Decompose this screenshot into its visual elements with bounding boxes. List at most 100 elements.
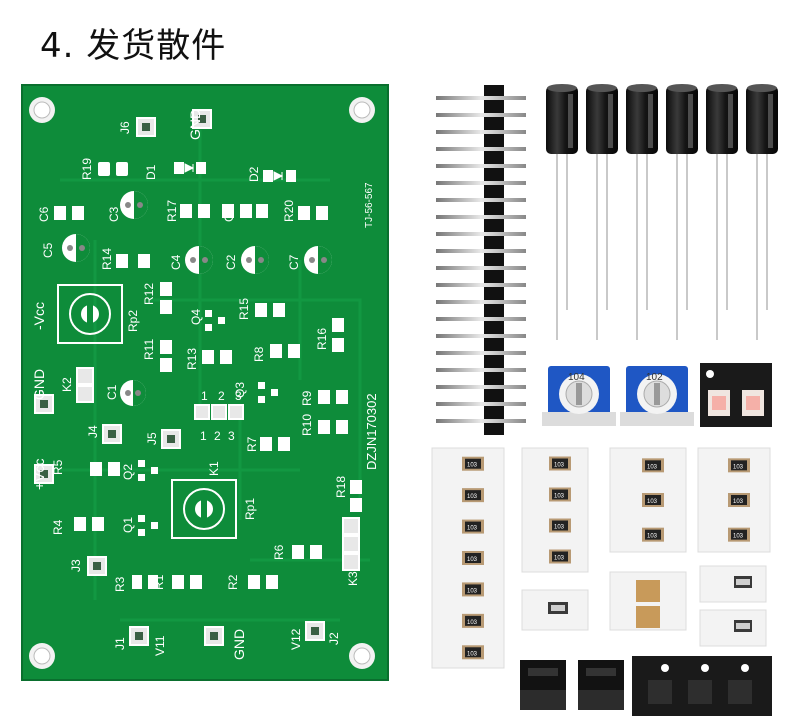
label-c3: C3 [107,206,121,222]
header-pin [436,232,526,236]
resistor-code: 103 [647,499,658,505]
header-pin [436,283,526,287]
smd-resistor [645,460,661,471]
label-r10: R10 [300,414,314,436]
resistor-code: 103 [554,556,565,562]
electrolytic-capacitors [546,84,778,340]
label-pin-2b: 2 [214,429,221,443]
electrolytic-capacitor [586,84,618,340]
header-pin [436,96,526,100]
trimmer-pot-1: 104 [542,366,616,426]
header-pin [436,181,526,185]
label-c5: C5 [41,242,55,258]
jumper-caps [520,660,624,710]
label-r9: R9 [300,390,314,406]
label-rp1: Rp1 [243,498,257,520]
resistor-code: 103 [733,534,744,540]
label-r6: R6 [272,544,286,560]
label-j6: J6 [118,121,132,134]
resistor-code: 103 [554,494,565,500]
resistor-code: 103 [467,526,478,532]
transistor-tape [632,656,772,716]
trimmer-pot-2: 102 [620,366,694,426]
electrolytic-capacitor [546,84,578,340]
smd-resistor [465,647,481,658]
header-pin [436,300,526,304]
smd-resistor [465,615,481,626]
label-k3: K3 [346,571,360,586]
label-r7: R7 [245,436,259,452]
label-q3: Q3 [233,382,247,398]
resistor-code: 103 [647,464,658,470]
label-vcc-neg: -Vcc [31,302,47,330]
label-c2: C2 [224,254,238,270]
label-r19: R19 [80,158,94,180]
label-rp2: Rp2 [126,310,140,332]
header-pin [436,334,526,338]
smd-resistor [465,584,481,595]
label-v11: V11 [153,635,167,656]
label-r13: R13 [185,348,199,370]
label-c7: C7 [287,254,301,270]
smd-resistor [552,458,568,469]
label-pin-3b: 3 [228,429,235,443]
label-r3: R3 [113,576,127,592]
header-pin [436,198,526,202]
label-gnd-left: GND [31,369,47,400]
header-pin [436,147,526,151]
label-gnd-bottom: GND [231,629,247,660]
board-model: DZJN170302 [364,393,379,470]
label-d2: D2 [247,166,261,182]
label-r14: R14 [100,248,114,270]
label-c8: C8 [222,206,236,222]
trimmer-1-code: 104 [568,372,585,383]
electrolytic-capacitor [626,84,658,340]
pin-header [436,85,526,435]
electrolytic-capacitor [706,84,738,340]
trimmer-2-code: 102 [646,372,663,383]
smd-resistor [552,520,568,531]
label-r4: R4 [51,519,65,535]
header-pin [436,385,526,389]
label-v12: V12 [289,628,303,650]
header-pin [436,130,526,134]
header-pin [436,164,526,168]
smd-pads [54,162,362,589]
label-c4: C4 [169,254,183,270]
label-pin-1: 1 [201,389,208,403]
header-pin [436,215,526,219]
resistor-code: 103 [554,525,565,531]
smd-resistor [645,529,661,540]
resistor-code: 103 [467,620,478,626]
board-id: TJ-56-567 [364,182,375,228]
capacitor-tape-pieces [521,565,767,647]
resistor-tapes: 1031031031031031031031031031031031031031… [431,447,771,669]
label-q2: Q2 [121,464,135,480]
label-j5: J5 [145,432,159,445]
smd-resistor [731,495,747,505]
smd-resistor [731,460,747,471]
silkscreen-labels: J6 GND R19 D1 D2 TJ-56-567 C6 C3 R17 C8 … [31,109,379,660]
label-c1: C1 [105,384,119,400]
label-k1: K1 [207,461,221,476]
label-j2: J2 [327,632,341,645]
label-r15: R15 [237,298,251,320]
label-r12: R12 [142,283,156,305]
smd-resistor [731,529,747,540]
label-r1: R1 [152,574,166,590]
smd-resistor [465,490,481,501]
label-k2: K2 [60,377,74,392]
label-r17: R17 [165,200,179,222]
smd-resistor [552,489,568,500]
smd-resistor [465,553,481,563]
header-pin [436,249,526,253]
smd-resistor [465,458,481,469]
resistor-code: 103 [733,499,744,505]
label-j3: J3 [69,559,83,572]
label-j4: J4 [86,425,100,438]
resistor-code: 103 [467,588,478,594]
